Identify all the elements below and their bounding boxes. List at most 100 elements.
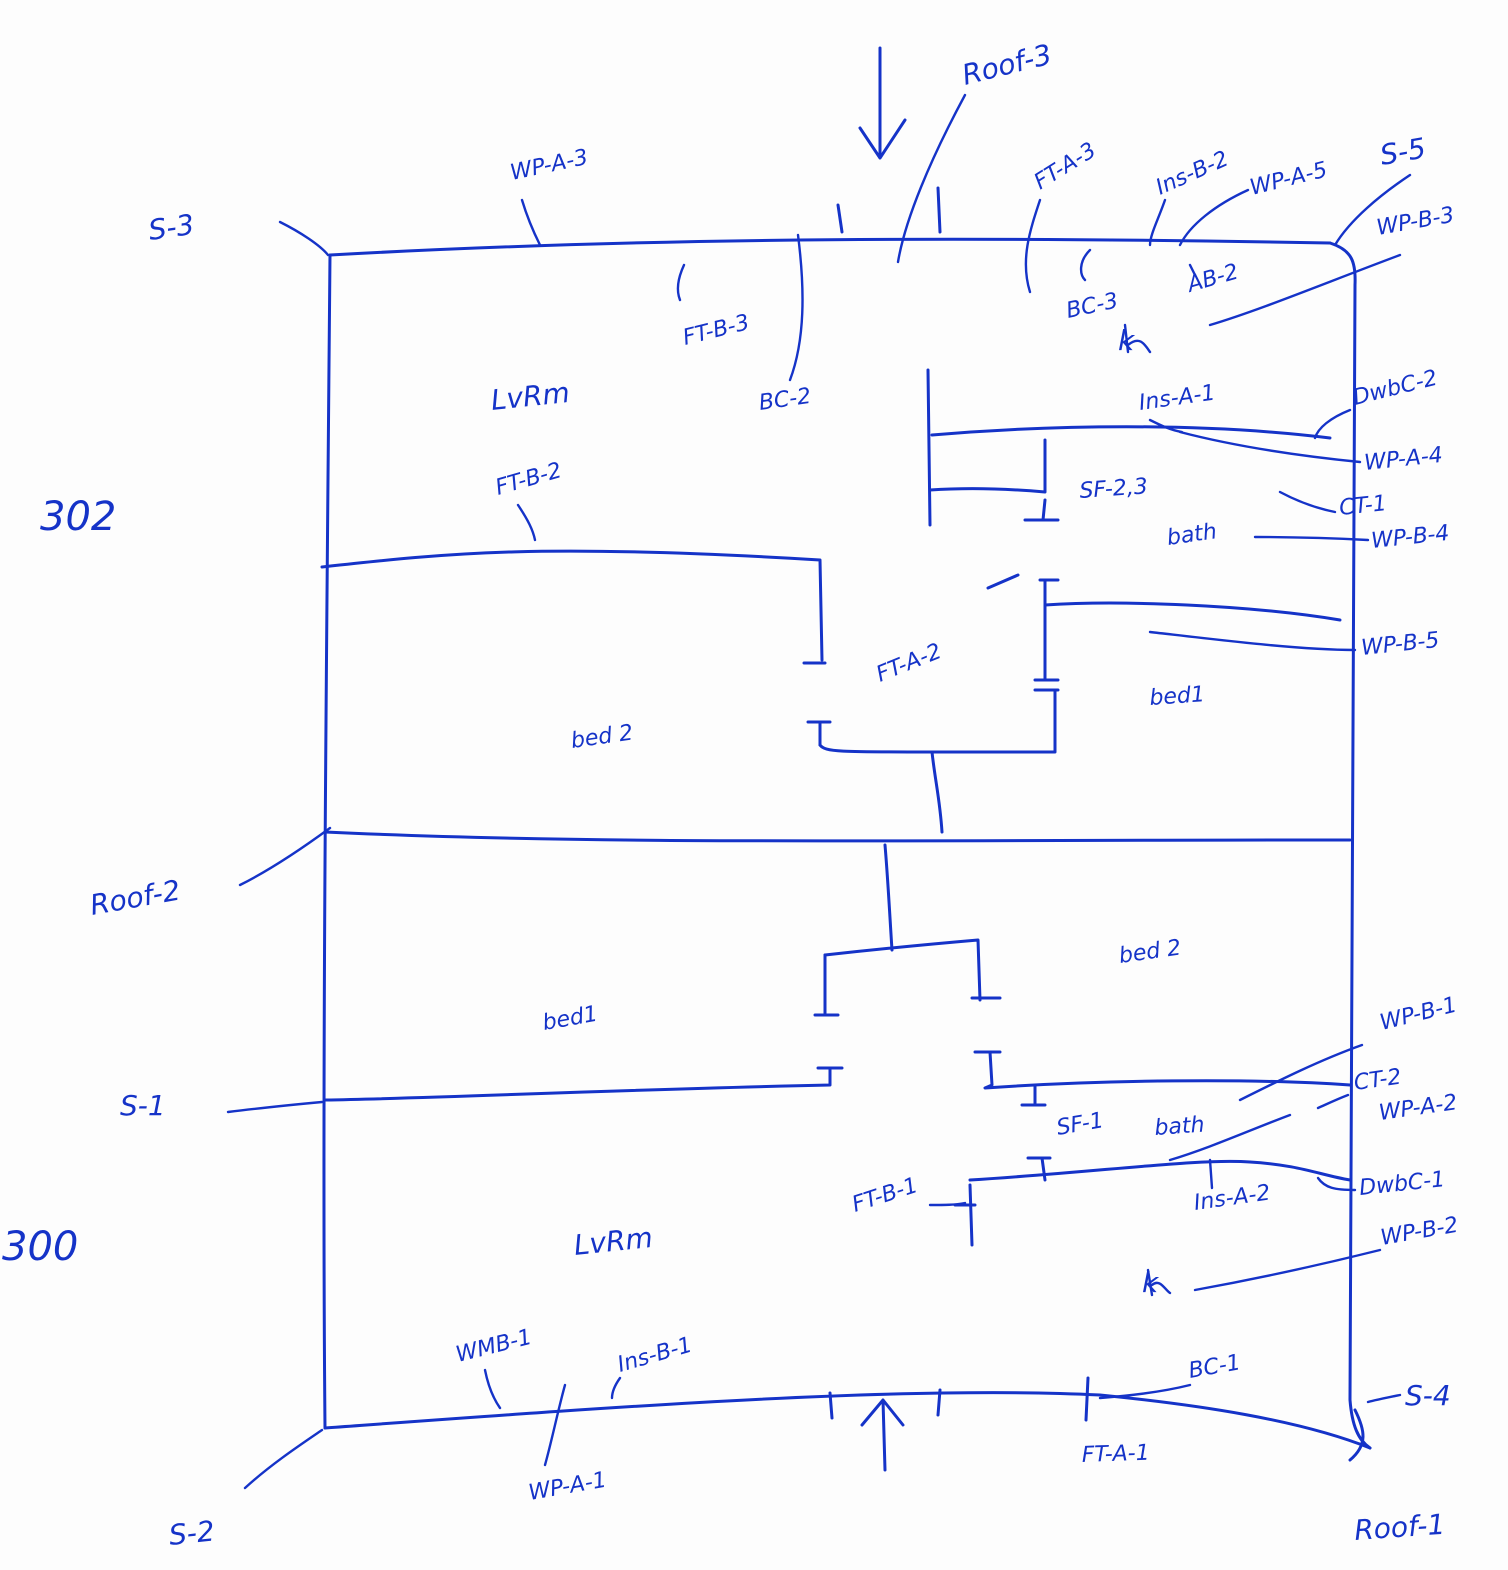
label-s4: S-4 <box>1405 1379 1451 1412</box>
leader-bc-3 <box>1079 248 1092 282</box>
label-bc-2: BC-2 <box>757 384 812 416</box>
label-ab-2: AB-2 <box>1183 259 1242 298</box>
label-ins-b-2: Ins-B-2 <box>1152 147 1232 201</box>
leader-s3 <box>278 220 330 257</box>
label-s5: S-5 <box>1377 131 1428 171</box>
label-wp-a-5: WP-A-5 <box>1247 158 1329 201</box>
annotation-labels: 302 300 S-3 WP-A-3 Roof-3 FT-A-3 Ins-B-2… <box>2 38 1460 1552</box>
mark-ab-2-tick <box>1188 263 1197 277</box>
label-ins-a-1: Ins-A-1 <box>1137 380 1217 415</box>
lower-hall-wall <box>823 938 982 1002</box>
leader-wmb-1 <box>483 1368 502 1410</box>
leader-s4 <box>1366 1393 1402 1404</box>
leader-dwbc-1 <box>1316 1176 1357 1192</box>
label-ft-b-1: FT-B-1 <box>849 1173 921 1218</box>
leader-wp-a-3 <box>520 198 542 247</box>
leader-ins-b-2 <box>1148 198 1167 247</box>
room-bath-lower: bath <box>1154 1113 1206 1141</box>
lower-bath-bottom <box>1026 1156 1052 1182</box>
room-bed2-lower: bed 2 <box>1117 935 1182 968</box>
upper-bedroom-top-wall <box>320 549 824 662</box>
label-ct-2: CT-2 <box>1352 1065 1403 1096</box>
bottom-arrow <box>860 1398 905 1472</box>
upper-pass <box>986 573 1020 590</box>
room-kitchen-upper: k <box>1118 324 1136 357</box>
label-s2: S-2 <box>167 1514 216 1552</box>
leader-ft-a-3 <box>1024 198 1042 294</box>
leader-wp-b-2 <box>1193 1248 1382 1292</box>
label-dwbc-2: DwbC-2 <box>1350 366 1440 411</box>
leader-wp-b-3 <box>1208 253 1402 327</box>
label-bc-1: BC-1 <box>1187 1350 1243 1384</box>
leader-wp-a-1 <box>543 1383 567 1467</box>
room-bed2-upper: bed 2 <box>569 720 634 753</box>
label-wp-b-2: WP-B-2 <box>1379 1213 1461 1251</box>
label-s3: S-3 <box>146 208 196 247</box>
label-roof-2: Roof-2 <box>87 874 182 922</box>
label-wp-a-3: WP-A-3 <box>508 145 590 186</box>
upper-bath-top <box>930 425 1332 440</box>
label-sf-2-3: SF-2,3 <box>1079 474 1149 504</box>
label-s1: S-1 <box>120 1089 166 1122</box>
label-sf-1: SF-1 <box>1055 1108 1106 1141</box>
leader-wp-b-5 <box>1148 630 1357 652</box>
lower-bed-left <box>813 953 840 1017</box>
room-kitchen-lower: k <box>1142 1266 1160 1299</box>
top-arrow <box>858 46 907 160</box>
leader-wp-a-2 <box>1168 1113 1292 1162</box>
lower-hall-stem <box>883 843 894 952</box>
label-wp-a-4: WP-A-4 <box>1363 443 1444 476</box>
lower-bath-tick <box>1020 1083 1047 1107</box>
right-wall <box>1328 241 1372 1450</box>
label-bc-3: BC-3 <box>1064 289 1120 324</box>
mark-k-upper <box>1123 323 1152 354</box>
label-wp-b-1: WP-B-1 <box>1377 993 1459 1036</box>
label-ft-a-3: FT-A-3 <box>1030 138 1101 195</box>
floor-divider <box>323 830 1352 843</box>
label-wp-a-2: WP-A-2 <box>1377 1090 1458 1126</box>
leader-lines <box>226 93 1412 1490</box>
wall-lines <box>320 46 1372 1472</box>
leader-wp-a-4 <box>1178 430 1362 464</box>
room-bath-upper: bath <box>1165 519 1218 551</box>
upper-hall-wall <box>818 688 1057 754</box>
leader-bc-1 <box>1098 1383 1192 1400</box>
label-ins-b-1: Ins-B-1 <box>615 1333 695 1378</box>
label-wp-b-5: WP-B-5 <box>1360 628 1441 661</box>
leader-ins-a-2 <box>1208 1158 1214 1190</box>
upper-bath-right <box>1033 578 1060 682</box>
top-door-ticks <box>836 186 942 234</box>
room-bed1-lower: bed1 <box>541 1002 600 1036</box>
label-wp-b-3: WP-B-3 <box>1375 203 1457 241</box>
leader-ft-b-2 <box>516 503 537 542</box>
upper-hall-stem <box>930 750 944 834</box>
room-living-lower: LvRm <box>572 1221 654 1262</box>
label-ft-b-3: FT-B-3 <box>680 310 752 351</box>
label-ins-a-2: Ins-A-2 <box>1192 1180 1272 1215</box>
leader-ft-b-3-mark <box>676 263 686 302</box>
leader-dwbc-2 <box>1313 408 1352 440</box>
label-wp-b-4: WP-B-4 <box>1370 521 1451 554</box>
bottom-door-ticks <box>828 1376 1090 1422</box>
figure-ref-300: 300 <box>2 1224 78 1270</box>
leader-s1 <box>226 1100 324 1114</box>
leader-roof-2 <box>238 826 332 887</box>
label-ft-a-1: FT-A-1 <box>1081 1441 1150 1468</box>
bottom-right-corner <box>1348 1408 1365 1462</box>
lower-bed-bottom <box>323 1066 844 1102</box>
leader-ins-b-1 <box>610 1376 622 1400</box>
leader-roof-3 <box>896 93 967 264</box>
label-roof-3: Roof-3 <box>959 38 1055 92</box>
label-wmb-1: WMB-1 <box>453 1325 534 1368</box>
figure-ref-302: 302 <box>40 494 116 540</box>
bottom-wall <box>323 1391 1372 1450</box>
label-wp-a-1: WP-A-1 <box>527 1468 609 1506</box>
room-bed1-upper: bed1 <box>1149 682 1206 711</box>
upper-bed1-top <box>1043 601 1342 622</box>
room-living-upper: LvRm <box>489 376 571 417</box>
label-roof-1: Roof-1 <box>1353 1508 1446 1547</box>
leader-wp-b-1 <box>1238 1043 1364 1102</box>
upper-closet <box>928 438 1060 522</box>
mark-k-lower <box>1146 1268 1172 1297</box>
